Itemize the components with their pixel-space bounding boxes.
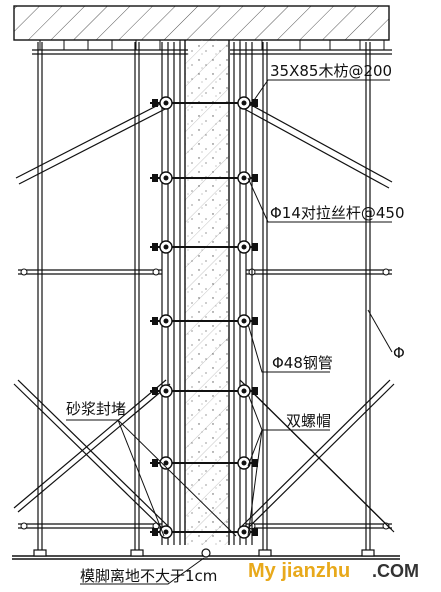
diagonal-braces [13,99,395,533]
mortar-seal-label: 砂浆封堵 [66,400,126,418]
tie-rod-row [150,314,258,328]
pipe-label: Φ48钢管 [272,354,333,372]
leader-lines [66,79,393,585]
tie-rod-row [150,240,258,254]
watermark-text-domain: .COM [372,561,419,581]
tie-rod-row [150,456,258,470]
gap-note-label: 模脚离地不大于1cm [80,567,217,585]
tie-rod-row [150,525,258,539]
concrete-wall [184,40,230,545]
horizontal-ledgers [18,269,392,529]
tie-rod-label: Φ14对拉丝杆@450 [270,204,405,222]
vertical-tubes [37,42,371,556]
watermark: My jianzhu .COM [248,560,419,582]
top-slab [13,5,390,41]
tie-rod-row [150,171,258,185]
cut-off-label: Φ [393,344,405,362]
plank-label: 35X85木枋@200 [270,62,392,80]
double-nut-label: 双螺帽 [286,412,331,430]
tie-rod-row [150,96,258,110]
tie-rods [150,96,258,539]
watermark-text-primary: My jianzhu [248,560,350,582]
tie-rod-row [150,384,258,398]
base-plates [33,548,375,558]
